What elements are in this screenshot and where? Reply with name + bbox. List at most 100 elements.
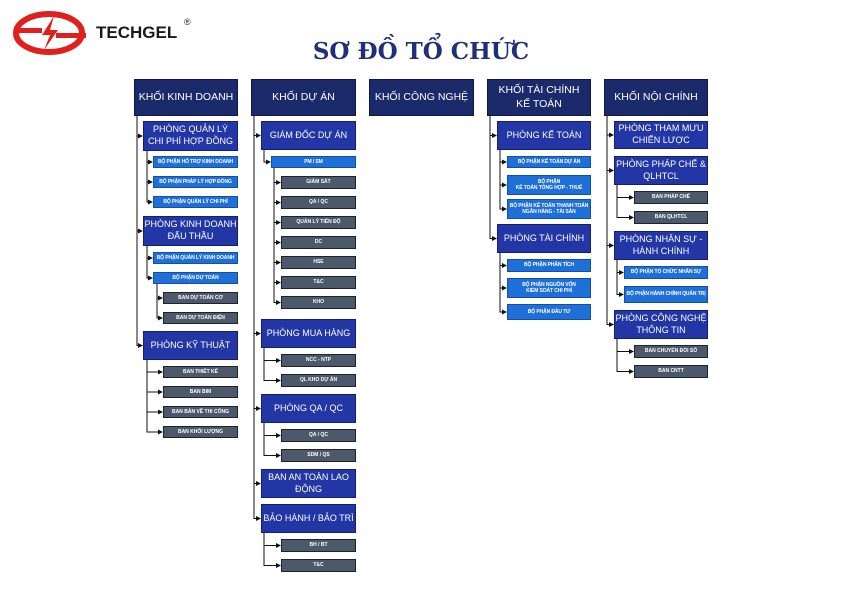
connector-arrow <box>136 116 143 348</box>
team-box: QA / QC <box>281 429 356 442</box>
department-box: PHÒNG NHÂN SỰ - HÀNH CHÍNH <box>614 231 708 260</box>
connector-arrow <box>606 116 614 327</box>
connector-arrow <box>263 150 271 165</box>
connector-arrow <box>156 284 163 321</box>
connector-arrow <box>273 168 281 205</box>
division-header: KHỐI NỘI CHÍNH <box>604 79 708 116</box>
connector-arrow <box>263 423 281 458</box>
connector-arrow <box>263 533 281 568</box>
connector-arrow <box>146 360 163 395</box>
connector-arrow <box>489 116 497 138</box>
connector-arrow <box>616 185 634 220</box>
connector-arrow <box>263 348 281 383</box>
connector-arrow <box>616 339 634 374</box>
page-title: SƠ ĐỒ TỔ CHỨC <box>312 38 530 65</box>
team-box: BH / BT <box>281 539 356 552</box>
connector-arrow <box>156 284 163 301</box>
unit-box: BỘ PHẬN DỰ TOÁN <box>153 272 238 284</box>
unit-box: BỘ PHẬN TỔ CHỨC NHÂN SỰ <box>624 266 708 279</box>
unit-box: BỘ PHẬN KẾ TOÁN THANH TOÁN NGÂN HÀNG - T… <box>507 199 591 219</box>
brand-name: TECHGEL <box>96 23 178 42</box>
registered-mark: ® <box>184 17 191 27</box>
team-box: DC <box>281 236 356 249</box>
department-box: PHÒNG KẾ TOÁN <box>497 121 591 150</box>
connector-arrow <box>253 116 261 411</box>
team-box: QUẢN LÝ TIẾN ĐỘ <box>281 216 356 229</box>
team-box: QL KHO DỰ ÁN <box>281 374 356 387</box>
connector-arrow <box>499 150 507 188</box>
unit-box: BỘ PHẬN KẾ TOÁN DỰ ÁN <box>507 156 591 168</box>
department-box: BẢO HÀNH / BẢO TRÌ <box>261 504 356 533</box>
unit-box: BỘ PHẬN QUẢN LÝ CHI PHÍ <box>153 196 238 208</box>
unit-box: BỘ PHẬN HÀNH CHÍNH QUẢN TRỊ <box>624 286 708 303</box>
department-box: GIÁM ĐỐC DỰ ÁN <box>261 121 356 150</box>
connector-arrow <box>499 253 507 315</box>
team-box: QA / QC <box>281 196 356 209</box>
connector-arrow <box>489 116 497 241</box>
connector-arrow <box>273 168 281 245</box>
connector-arrow <box>499 253 507 291</box>
team-box: T&C <box>281 276 356 289</box>
connector-arrow <box>146 360 163 415</box>
connector-arrow <box>146 360 163 375</box>
team-box: BAN CHUYỂN ĐỔI SỐ <box>634 345 708 358</box>
department-box: PHÒNG THAM MƯU CHIẾN LƯỢC <box>614 121 708 149</box>
connector-arrow <box>253 116 261 138</box>
department-box: PHÒNG MUA HÀNG <box>261 319 356 348</box>
unit-box: BỘ PHẬN ĐẦU TƯ <box>507 304 591 320</box>
connector-arrow <box>253 116 261 336</box>
connector-arrow <box>146 151 153 205</box>
team-box: BAN THIẾT KẾ <box>163 366 238 378</box>
unit-box: BỘ PHẬN PHÂN TÍCH <box>507 259 591 272</box>
department-box: PHÒNG CÔNG NGHỆ THÔNG TIN <box>614 310 708 339</box>
connector-arrow <box>273 168 281 305</box>
unit-box: BỘ PHẬN HỖ TRỢ KINH DOANH <box>153 156 238 168</box>
connector-arrow <box>263 533 281 548</box>
team-box: T&C <box>281 559 356 572</box>
division-header: KHỐI TÀI CHÍNH KẾ TOÁN <box>487 79 591 116</box>
team-box: NCC - NTP <box>281 354 356 367</box>
connector-arrow <box>136 116 143 139</box>
unit-box: BỘ PHẬN QUẢN LÝ KINH DOANH <box>153 252 238 264</box>
team-box: HSE <box>281 256 356 269</box>
connector-arrow <box>499 150 507 212</box>
team-box: BAN KHỐI LƯỢNG <box>163 426 238 438</box>
department-box: PHÒNG PHÁP CHẾ & QLHTCL <box>614 156 708 185</box>
division-header: KHỐI DỰ ÁN <box>251 79 356 116</box>
techgel-logo-icon <box>13 11 86 55</box>
connector-arrow <box>253 116 261 486</box>
connector-arrow <box>616 339 634 354</box>
team-box: BAN DỰ TOÁN CƠ <box>163 292 238 304</box>
department-box: PHÒNG QUẢN LÝ CHI PHÍ HỢP ĐỒNG <box>143 121 238 151</box>
team-box: BAN DỰ TOÁN ĐIỆN <box>163 312 238 324</box>
connector-arrow <box>273 168 281 185</box>
connector-arrow <box>616 260 624 275</box>
connector-arrow <box>499 150 507 165</box>
connector-arrow <box>606 116 614 138</box>
division-header: KHỐI CÔNG NGHỆ <box>369 79 474 116</box>
connector-arrow <box>146 360 163 435</box>
department-box: BAN AN TOÀN LAO ĐỘNG <box>261 469 356 498</box>
connector-arrow <box>606 116 614 173</box>
department-box: PHÒNG KINH DOANH ĐẤU THẦU <box>143 216 238 246</box>
team-box: SDM / QS <box>281 449 356 462</box>
unit-box: BỘ PHẬN KẾ TOÁN TỔNG HỢP - THUẾ <box>507 175 591 195</box>
division-header: KHỐI KINH DOANH <box>134 79 238 116</box>
department-box: PHÒNG KỸ THUẬT <box>143 331 238 360</box>
connector-arrow <box>146 151 153 165</box>
connector-arrow <box>253 116 261 521</box>
connector-arrow <box>146 246 153 261</box>
connector-arrow <box>273 168 281 225</box>
team-box: BAN BIM <box>163 386 238 398</box>
department-box: PHÒNG QA / QC <box>261 394 356 423</box>
team-box: BAN QLHTCL <box>634 211 708 224</box>
unit-box: PM / SM <box>271 156 356 168</box>
team-box: BAN CNTT <box>634 365 708 378</box>
connector-arrow <box>263 348 281 363</box>
connector-arrow <box>616 185 634 200</box>
team-box: KHO <box>281 296 356 309</box>
team-box: BAN PHÁP CHẾ <box>634 191 708 204</box>
connector-arrow <box>273 168 281 285</box>
connector-arrow <box>146 151 153 185</box>
